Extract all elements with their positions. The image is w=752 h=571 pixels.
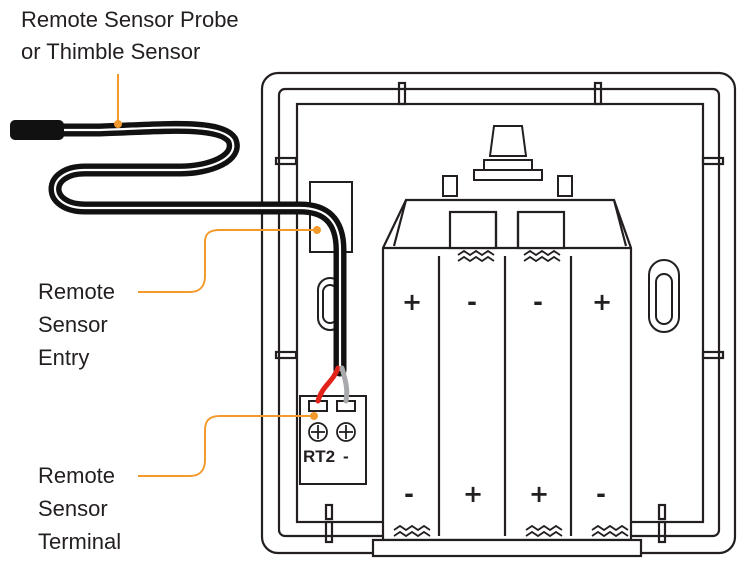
polarity-top-3: - [533,288,543,316]
terminal-screw-2 [336,422,356,442]
polarity-bottom-1: - [404,480,414,508]
probe-tip [10,120,64,140]
terminal-screw-1 [308,422,328,442]
battery-compartment [371,198,643,558]
label-probe-line2: or Thimble Sensor [21,39,201,64]
mounting-slot-right [648,259,680,333]
terminal-block [299,395,367,485]
polarity-bottom-4: - [596,480,606,508]
leader-probe [114,74,122,128]
polarity-top-4: + [592,288,613,316]
label-terminal-line1: Remote [38,463,116,488]
label-entry-line1: Remote [38,279,116,304]
red-wire [315,365,341,404]
sensor-entry-box [309,181,353,253]
polarity-bottom-2: + [463,480,484,508]
probe-cable [48,120,347,377]
top-clip [442,125,573,197]
terminal-label-minus: - [343,447,349,466]
polarity-top-1: + [402,288,423,316]
label-terminal-line3: Terminal [38,529,122,554]
grey-wire [339,365,350,404]
polarity-top-2: - [467,288,477,316]
label-terminal-line2: Sensor [38,496,108,521]
label-probe-line1: Remote Sensor Probe [21,7,239,32]
battery-springs [393,249,629,538]
terminal-label-rt2: RT2 [303,447,336,466]
label-entry-line2: Sensor [38,312,108,337]
polarity-bottom-3: + [529,480,550,508]
leader-entry [138,226,321,293]
label-entry-line3: Entry [38,345,90,370]
leader-terminal [138,412,318,477]
